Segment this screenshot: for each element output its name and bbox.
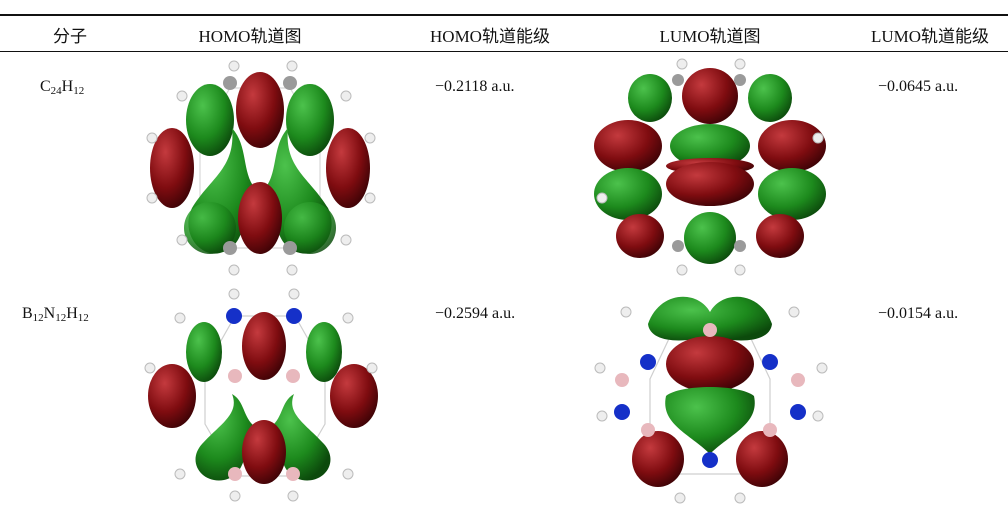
molecule-formula: C24H12 xyxy=(40,78,85,97)
lumo-energy-value: −0.0645 a.u. xyxy=(878,78,959,95)
homo-energy-value: −0.2118 a.u. xyxy=(435,78,515,95)
lumo-orbital-image-b12n12h12 xyxy=(594,296,828,504)
table-top-rule xyxy=(0,14,1008,16)
table-header-rule xyxy=(0,51,1008,52)
header-molecule: 分子 xyxy=(53,27,87,46)
lumo-orbital-image-c24h12 xyxy=(594,58,826,276)
header-lumo-energy: LUMO轨道能级 xyxy=(870,27,990,46)
header-homo-orbital: HOMO轨道图 xyxy=(198,27,302,46)
homo-energy-value: −0.2594 a.u. xyxy=(435,305,516,322)
homo-orbital-image-b12n12h12 xyxy=(144,288,378,502)
homo-orbital-image-c24h12 xyxy=(146,60,376,276)
header-lumo-orbital: LUMO轨道图 xyxy=(659,27,761,46)
header-homo-energy: HOMO轨道能级 xyxy=(430,27,550,46)
molecule-formula: B12N12H12 xyxy=(22,305,89,324)
lumo-energy-value: −0.0154 a.u. xyxy=(878,305,959,322)
